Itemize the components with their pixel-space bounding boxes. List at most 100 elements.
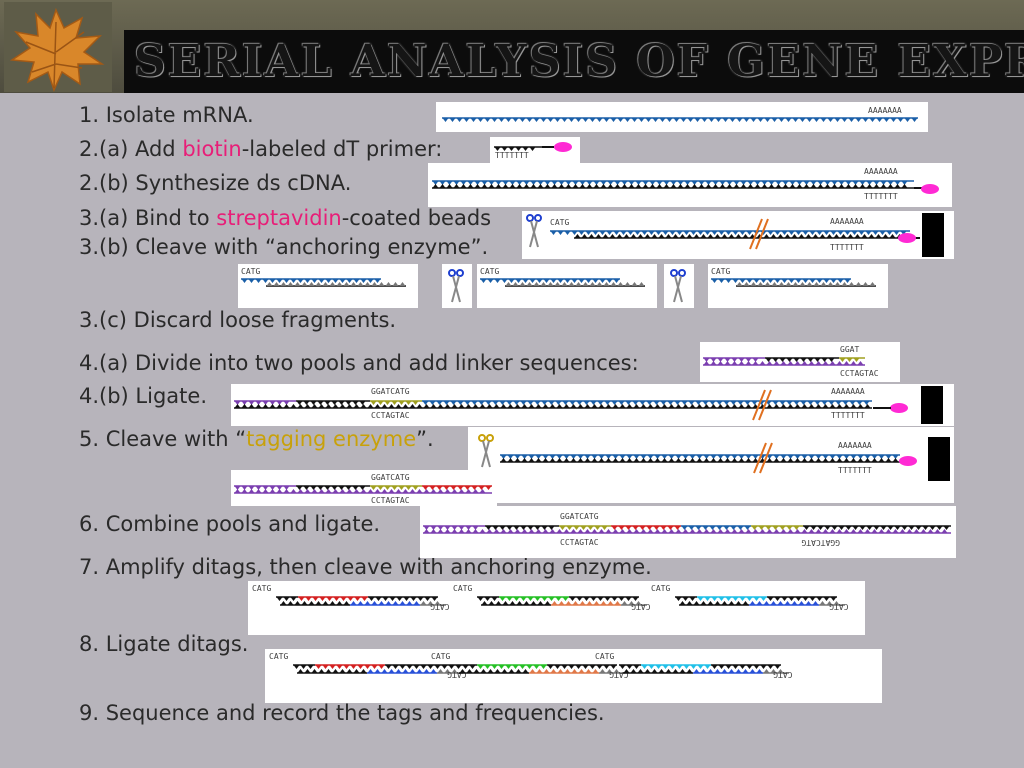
- dna-strand: [547, 664, 617, 669]
- polyt-label: TTTTTTT: [495, 151, 529, 160]
- dna-strand: [559, 525, 611, 530]
- catg-label: CATG: [431, 652, 450, 661]
- polya-label: AAAAAAA: [838, 441, 872, 450]
- dna-strand: [803, 525, 951, 530]
- title-banner: SERIAL ANALYSIS OF GENE EXPRESSION: [124, 30, 1024, 93]
- polya-label: AAAAAAA: [864, 167, 898, 176]
- step-2b-text: 2.(b) Synthesize ds cDNA.: [79, 171, 352, 195]
- dna-strand: [569, 596, 639, 601]
- dna-strand: [422, 400, 872, 405]
- biotin-icon: [898, 233, 916, 243]
- polyt-label: TTTTTTT: [830, 243, 864, 252]
- released-tag-diagram: GGATCATG CCTAGTAC: [231, 470, 497, 506]
- dna-strand: [765, 357, 839, 362]
- scissors-icon: [526, 214, 542, 248]
- dna-strand: [749, 601, 819, 606]
- dna-strand: [500, 454, 900, 459]
- dna-strand: [481, 601, 551, 606]
- dna-strand: [459, 669, 529, 674]
- dna-strand: [480, 278, 620, 283]
- step-3a-suffix: -coated beads: [341, 206, 492, 230]
- dna-strand: [234, 489, 492, 494]
- dna-strand: [619, 664, 641, 669]
- dna-strand: [611, 525, 681, 530]
- scissors-icon: [478, 434, 494, 468]
- catg-label: CATG: [711, 267, 730, 276]
- ligated-diagram: GGATCATG CCTAGTAC AAAAAAA TTTTTTT: [231, 384, 954, 426]
- dna-strand: [437, 669, 463, 674]
- step-6-text: 6. Combine pools and ligate.: [79, 512, 381, 536]
- dna-strand: [681, 525, 751, 530]
- dna-strand: [697, 596, 767, 601]
- dna-strand: [499, 596, 569, 601]
- ggat-label: GGAT: [840, 345, 859, 354]
- dna-strand: [767, 596, 837, 601]
- step-4a-text: 4.(a) Divide into two pools and add link…: [79, 351, 639, 375]
- ggatcatg-label: GGATCATG: [371, 473, 410, 482]
- catg-label: CATG: [480, 267, 499, 276]
- dna-strand: [296, 485, 370, 490]
- scissors-panel-2: [664, 264, 694, 308]
- ggatcatg-flipped-label: GGATCATG: [801, 538, 840, 547]
- dna-strand: [679, 601, 749, 606]
- step-5-prefix: 5. Cleave with “: [79, 427, 247, 451]
- catg-flipped-label: CATG: [631, 602, 650, 611]
- dna-strand: [711, 664, 781, 669]
- dna-strand: [551, 601, 621, 606]
- dna-strand: [599, 669, 625, 674]
- dna-strand: [675, 596, 697, 601]
- dna-strand: [297, 669, 367, 674]
- dna-strand: [370, 485, 422, 490]
- dna-strand: [296, 400, 370, 405]
- catg-flipped-label: CATG: [829, 602, 848, 611]
- biotin-icon: [921, 184, 939, 194]
- catg-flipped-label: CATG: [430, 602, 449, 611]
- break-mark: [752, 389, 772, 421]
- dna-strand: [574, 234, 910, 239]
- title-bar: SERIAL ANALYSIS OF GENE EXPRESSION: [0, 0, 1024, 93]
- dna-strand: [500, 458, 900, 463]
- dna-strand: [703, 361, 865, 366]
- catg-label: CATG: [252, 584, 271, 593]
- dna-strand: [819, 601, 845, 606]
- polya-label: AAAAAAA: [831, 387, 865, 396]
- step-3a-text: 3.(a) Bind to streptavidin-coated beads: [79, 206, 491, 230]
- dna-strand: [420, 601, 446, 606]
- step-8-text: 8. Ligate ditags.: [79, 632, 249, 656]
- fragment-1-diagram: CATG: [238, 264, 418, 308]
- ggatcatg-label: GGATCATG: [371, 387, 410, 396]
- cctagtac-label: CCTAGTAC: [371, 411, 410, 420]
- step-9-text: 9. Sequence and record the tags and freq…: [79, 701, 605, 725]
- polyt-label: TTTTTTT: [864, 192, 898, 201]
- streptavidin-term: streptavidin: [216, 206, 342, 230]
- step-7-text: 7. Amplify ditags, then cleave with anch…: [79, 555, 652, 579]
- cctagtac-label: CCTAGTAC: [840, 369, 879, 378]
- polya-label: AAAAAAA: [868, 106, 902, 115]
- scissors-icon: [670, 269, 686, 303]
- cctagtac-label: CCTAGTAC: [371, 496, 410, 505]
- dna-strand: [350, 601, 420, 606]
- bead-bound-cdna-diagram: CATG AAAAAAA TTTTTTT: [522, 211, 954, 259]
- catg-label: CATG: [241, 267, 260, 276]
- polyt-label: TTTTTTT: [838, 466, 872, 475]
- dna-strand: [623, 669, 693, 674]
- ggatcatg-label: GGATCATG: [560, 512, 599, 521]
- dna-strand: [693, 669, 763, 674]
- dna-strand: [763, 669, 789, 674]
- dna-strand: [529, 669, 599, 674]
- step-5-suffix: ”.: [416, 427, 434, 451]
- dna-strand: [736, 282, 876, 287]
- dna-strand: [370, 400, 422, 405]
- step-1-text: 1. Isolate mRNA.: [79, 103, 254, 127]
- fragment-2-diagram: CATG: [477, 264, 657, 308]
- dna-strand: [621, 601, 647, 606]
- bead-icon: [921, 386, 943, 424]
- biotin-icon: [554, 142, 572, 152]
- mrna-diagram: AAAAAAA: [436, 102, 928, 132]
- dna-strand: [550, 230, 910, 235]
- autumn-leaf-image: [4, 2, 112, 92]
- step-4b-text: 4.(b) Ligate.: [79, 384, 207, 408]
- step-2a-prefix: 2.(a) Add: [79, 137, 183, 161]
- dna-strand: [839, 357, 865, 362]
